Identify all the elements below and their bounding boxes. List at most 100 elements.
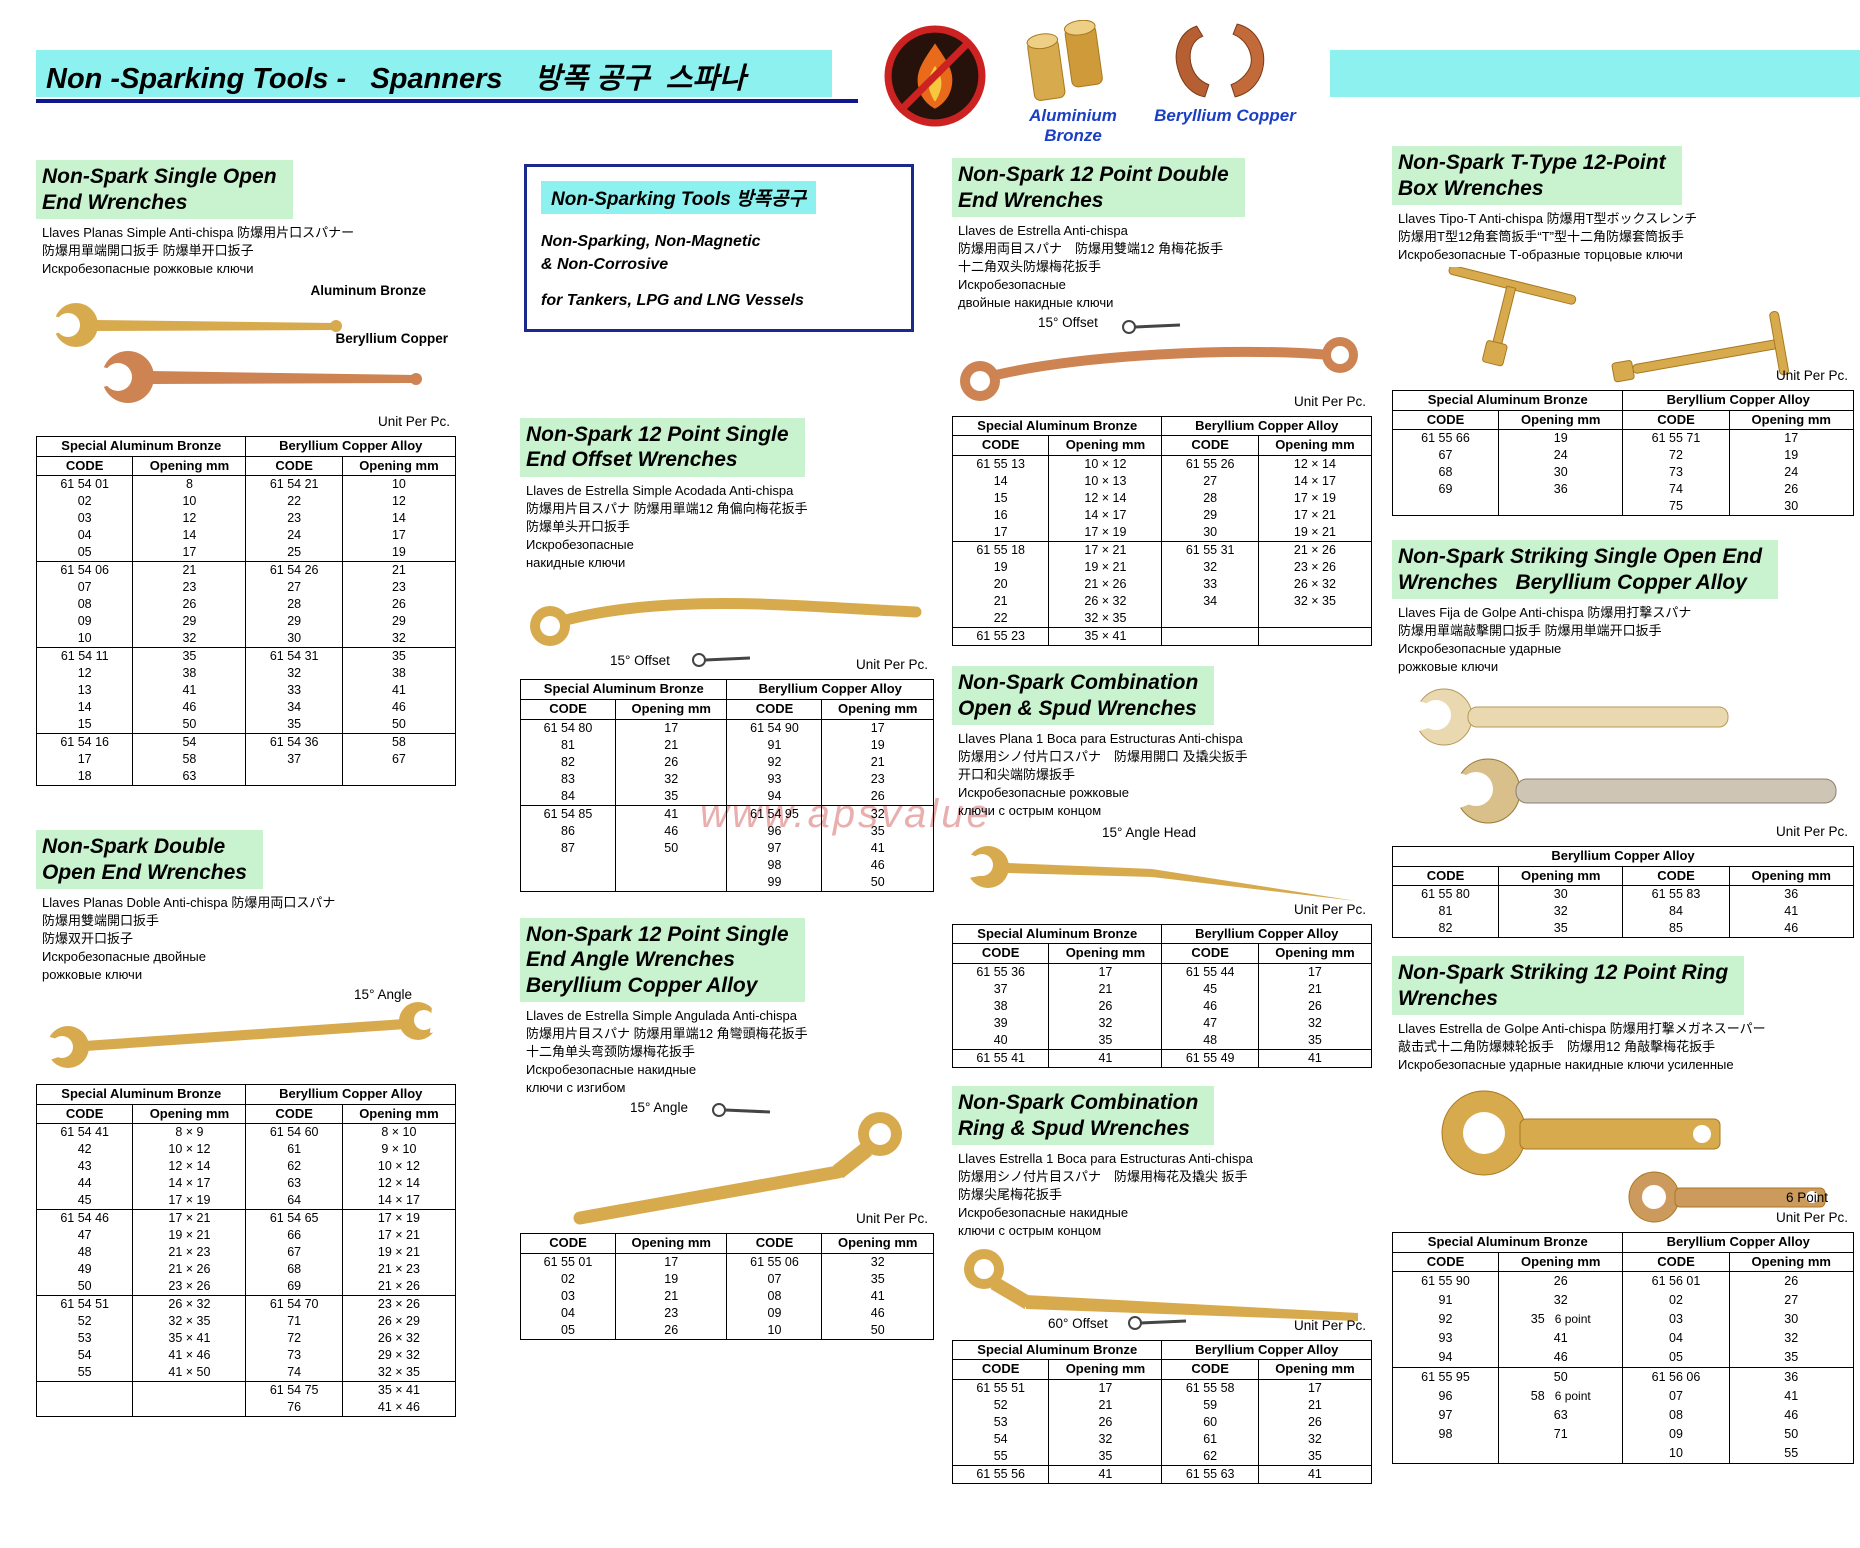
code-cell: 49: [35, 1261, 134, 1279]
code-cell: 97: [1391, 1406, 1500, 1426]
code-cell: 61 55 06: [726, 1252, 823, 1271]
angle-label: 15° Angle Head: [1102, 824, 1196, 840]
code-cell: 84: [1622, 903, 1730, 921]
code-cell: 61 55 95: [1391, 1367, 1500, 1388]
opening-cell: 8 × 10: [341, 1123, 457, 1142]
opening-cell: 32: [1048, 1015, 1163, 1032]
title-line: End Wrenches: [42, 190, 188, 214]
opening-cell: 50: [132, 716, 247, 734]
desc-line: Искробезопасные рожковые ключи: [42, 261, 254, 277]
opening-cell: 41: [614, 804, 728, 823]
code-cell: 66: [245, 1227, 343, 1245]
section-description: Llaves Fija de Golpe Anti-chispa 防爆用打撃スパ…: [1398, 604, 1854, 676]
section-title: Non-Spark Double Open End Wrenches: [36, 830, 263, 890]
opening-cell: 35 × 41: [341, 1381, 457, 1400]
opening-cell: 26 × 32: [1048, 593, 1163, 610]
opening-cell: 67: [341, 751, 457, 769]
opening-cell: 14: [341, 510, 457, 528]
code-cell: 61 55 13: [951, 455, 1050, 473]
double-ring-wrench-image: [960, 336, 1358, 401]
section-description: Llaves Estrella de Golpe Anti-chispa 防爆用…: [1398, 1020, 1854, 1074]
title-line: End Wrenches: [958, 188, 1104, 212]
code-cell: 37: [951, 981, 1050, 998]
desc-line: Llaves de Estrella Simple Acodada Anti-c…: [526, 482, 794, 498]
title-line: Ring & Spud Wrenches: [958, 1116, 1190, 1140]
code-cell: 04: [1622, 1329, 1730, 1349]
section-12pt-single-end-offset-wrenches: Non-Spark 12 Point Single End Offset Wre…: [519, 417, 934, 892]
column-header: Opening mm: [1048, 435, 1163, 456]
product-image-area: 15° Offset Unit Per Pc.: [520, 574, 934, 674]
title-line: Non-Spark Single Open: [42, 165, 277, 188]
opening-cell: 30: [1728, 1310, 1854, 1330]
product-image-area: 60° Offset Unit Per Pc.: [952, 1243, 1372, 1335]
desc-line: 防爆用シノ付片口スパナ 防爆用開口 及撬尖扳手: [958, 749, 1248, 765]
opening-cell: 19 × 21: [341, 1244, 457, 1262]
opening-cell: 32: [1728, 1329, 1854, 1349]
code-cell: 98: [726, 856, 823, 874]
code-cell: 05: [35, 544, 134, 562]
code-cell: 67: [1391, 447, 1500, 465]
column-header: Opening mm: [614, 699, 728, 720]
code-cell: 96: [1391, 1387, 1500, 1407]
code-cell: 12: [35, 665, 134, 683]
desc-line: 十二角双头防爆梅花扳手: [958, 259, 1102, 275]
code-cell: 38: [951, 998, 1050, 1015]
beryllium-copper-sample-image: [1160, 18, 1286, 104]
section-description: Llaves de Estrella Simple Acodada Anti-c…: [526, 482, 934, 572]
opening-cell: 24: [1728, 464, 1854, 482]
material-header: Beryllium Copper Alloy: [1161, 923, 1372, 945]
unit-per-pc-label: Unit Per Pc.: [1775, 1210, 1848, 1226]
code-cell: 35: [245, 716, 343, 734]
opening-cell: 12 × 14: [132, 1158, 247, 1176]
opening-cell: 46: [1498, 1348, 1624, 1368]
opening-cell: 26: [1048, 1414, 1163, 1431]
opening-cell: 23: [614, 1304, 728, 1322]
code-cell: 18: [35, 768, 134, 787]
code-cell: 61 54 21: [245, 475, 343, 494]
code-cell: 61 55 83: [1622, 885, 1730, 904]
code-cell: 52: [35, 1313, 134, 1331]
desc-line: 十二角单头弯颈防爆梅花扳手: [526, 1044, 696, 1060]
code-cell: 47: [1161, 1015, 1259, 1032]
opening-cell: 9 × 10: [341, 1141, 457, 1159]
material-header: Special Aluminum Bronze: [35, 1084, 247, 1105]
column-header: Opening mm: [1498, 1251, 1624, 1273]
section-title: Non-Spark T-Type 12-Point Box Wrenches: [1392, 146, 1682, 206]
section-title: Non-Spark 12 Point Single End Angle Wren…: [520, 917, 805, 1003]
section-title: Non-Spark 12 Point Single End Offset Wre…: [520, 417, 805, 477]
opening-cell: 17: [1048, 1379, 1163, 1397]
code-cell: 13: [35, 682, 134, 700]
desc-line: 防爆用両目スパナ 防爆用雙端12 角梅花扳手: [958, 241, 1224, 257]
opening-cell: 17 × 19: [341, 1209, 457, 1228]
desc-line: Искробезопасные Т-образные торцовые ключ…: [1398, 247, 1683, 263]
opening-cell: 58: [341, 733, 457, 752]
point-note: 6 point: [1554, 1389, 1591, 1404]
desc-line: Искробезопасные: [958, 277, 1066, 293]
section-title: Non-Spark Combination Ring & Spud Wrench…: [952, 1086, 1215, 1146]
code-cell: 91: [726, 736, 823, 754]
code-cell: 34: [245, 699, 343, 717]
code-cell: 02: [35, 493, 134, 511]
code-cell: 15: [951, 490, 1050, 507]
opening-cell: 36: [1498, 481, 1624, 499]
code-cell: 10: [35, 630, 134, 648]
code-cell: 94: [1391, 1348, 1500, 1368]
angle-label: 15° Offset: [610, 653, 670, 669]
opening-cell: 23: [132, 579, 247, 597]
desc-line: рожковые ключи: [42, 967, 143, 983]
section-title: Non-Spark Striking 12 Point Ring Wrenche…: [1392, 956, 1745, 1016]
